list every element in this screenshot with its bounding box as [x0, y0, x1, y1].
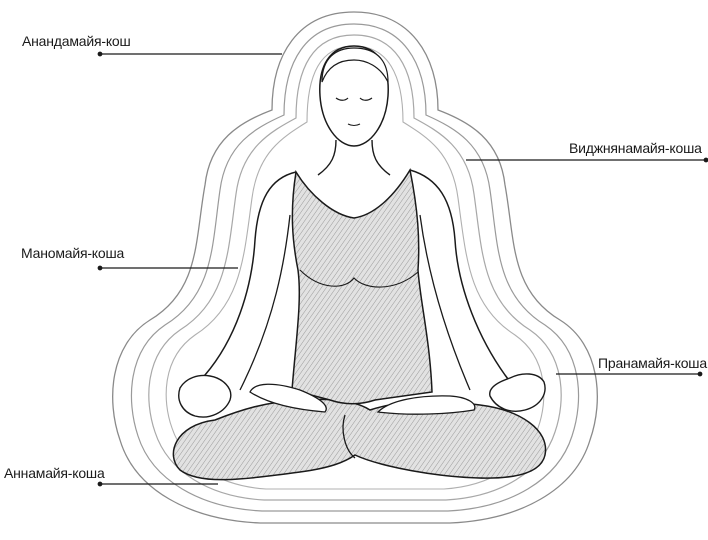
label-annamaya: Аннамайя-коша — [4, 465, 105, 481]
right-foot — [376, 395, 476, 415]
leader-lines — [97, 51, 708, 487]
left-foot — [249, 383, 327, 413]
hair — [321, 47, 389, 83]
left-arm-inner — [239, 214, 291, 391]
neck — [317, 139, 391, 176]
label-vijnanamaya: Виджнянамайя-коша — [569, 140, 702, 156]
torso — [291, 167, 433, 405]
leader-dot-manomaya — [97, 265, 103, 271]
closed-eyes — [335, 97, 373, 101]
aura-layer-pranamaya — [165, 45, 545, 490]
leader-dot-anandamaya — [97, 51, 103, 57]
chest-line — [299, 269, 419, 288]
left-hand — [178, 374, 232, 418]
leg-crease — [342, 414, 356, 459]
leader-dot-vijnanamaya — [703, 157, 708, 163]
leader-dot-pranamaya — [697, 371, 703, 377]
mouth — [347, 123, 361, 127]
left-arm — [190, 171, 297, 406]
leader-dot-annamaya — [97, 481, 103, 487]
aura-layer-anandamaya — [112, 11, 598, 524]
label-manomaya: Маномайя-коша — [21, 245, 125, 261]
right-arm-inner — [419, 214, 471, 391]
legs — [172, 398, 547, 481]
aura-layer-manomaya — [148, 34, 562, 501]
label-pranamaya: Пранамайя-коша — [598, 355, 707, 371]
label-anandamaya: Анандамайя-кош — [22, 33, 131, 49]
right-hand — [489, 373, 546, 412]
